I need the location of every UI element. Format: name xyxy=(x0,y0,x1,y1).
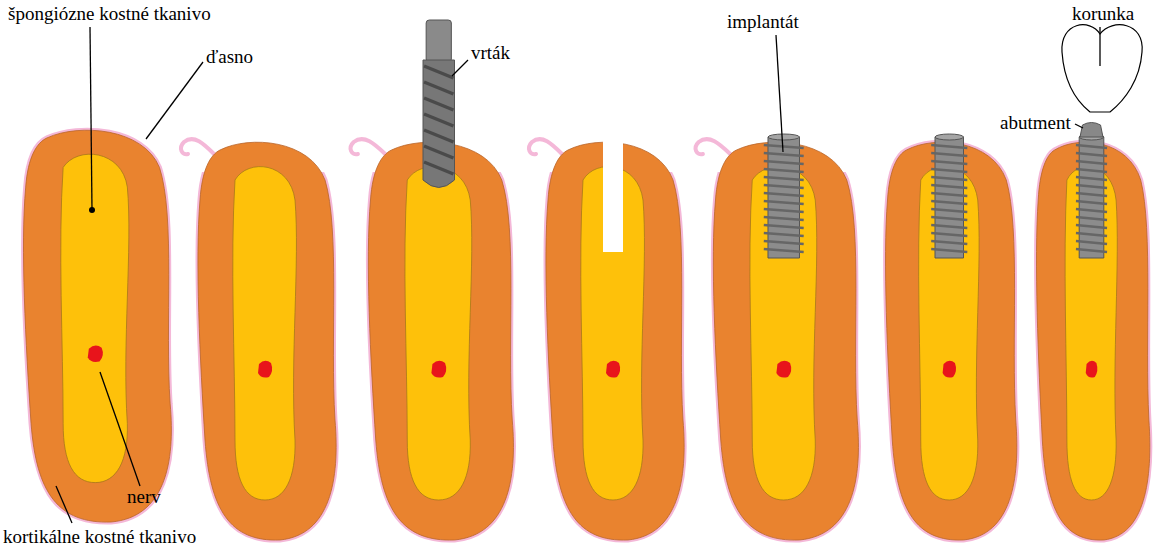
leader-line xyxy=(100,372,140,486)
jaw-cross-section xyxy=(886,134,1017,540)
part-label: kortikálne kostné tkanivo xyxy=(3,526,196,548)
part-label: nerv xyxy=(127,486,161,508)
part-label: implantát xyxy=(727,11,799,33)
gum-flap xyxy=(351,139,386,154)
drill xyxy=(423,20,455,188)
gum xyxy=(368,172,513,540)
part-label: špongiózne kostné tkanivo xyxy=(8,3,211,25)
jaw-cross-section xyxy=(351,20,514,540)
part-label: vrták xyxy=(471,42,510,64)
nerve xyxy=(1086,361,1098,378)
spongy-bone xyxy=(61,154,129,482)
cortical-bone xyxy=(23,130,171,522)
nerve xyxy=(606,361,620,378)
nerve xyxy=(88,345,103,362)
gum-flap xyxy=(181,139,214,154)
cortical-bone xyxy=(368,142,513,540)
gum-flap xyxy=(696,139,731,154)
jaw-cross-section xyxy=(1037,123,1150,541)
gum xyxy=(713,172,858,540)
leader-line xyxy=(90,27,92,210)
cortical-bone xyxy=(886,142,1017,540)
implant xyxy=(1076,134,1107,258)
part-label: ďasno xyxy=(206,46,253,68)
spongy-bone xyxy=(233,167,297,500)
nerve xyxy=(776,361,791,378)
leader-dot xyxy=(89,207,95,213)
drilled-hole xyxy=(603,132,623,252)
leader-line xyxy=(1075,124,1083,128)
leader-line xyxy=(776,35,783,152)
implant xyxy=(764,134,804,258)
cortical-bone xyxy=(198,142,336,540)
nerve xyxy=(943,361,956,378)
gum xyxy=(1037,142,1150,540)
gum xyxy=(23,130,171,522)
gum xyxy=(886,142,1017,540)
gum-flap xyxy=(529,139,562,154)
cortical-bone xyxy=(1037,142,1150,540)
abutment-part xyxy=(1080,123,1103,138)
leader-line xyxy=(146,62,203,139)
jaw-cross-section xyxy=(696,134,859,540)
jaw-cross-section xyxy=(181,139,336,540)
jaw-cross-section xyxy=(529,132,684,540)
jaw-cross-section xyxy=(23,130,171,522)
gum xyxy=(198,172,336,540)
part-label: abutment xyxy=(1000,112,1071,134)
nerve xyxy=(258,361,272,378)
nerve xyxy=(431,361,446,378)
leader-line xyxy=(56,486,72,523)
leader-line xyxy=(1099,27,1100,66)
part-label: korunka xyxy=(1072,3,1134,25)
implant xyxy=(931,134,967,258)
leader-line xyxy=(452,60,468,76)
spongy-bone xyxy=(405,167,472,500)
cortical-bone xyxy=(713,142,858,540)
crown xyxy=(1062,25,1142,112)
